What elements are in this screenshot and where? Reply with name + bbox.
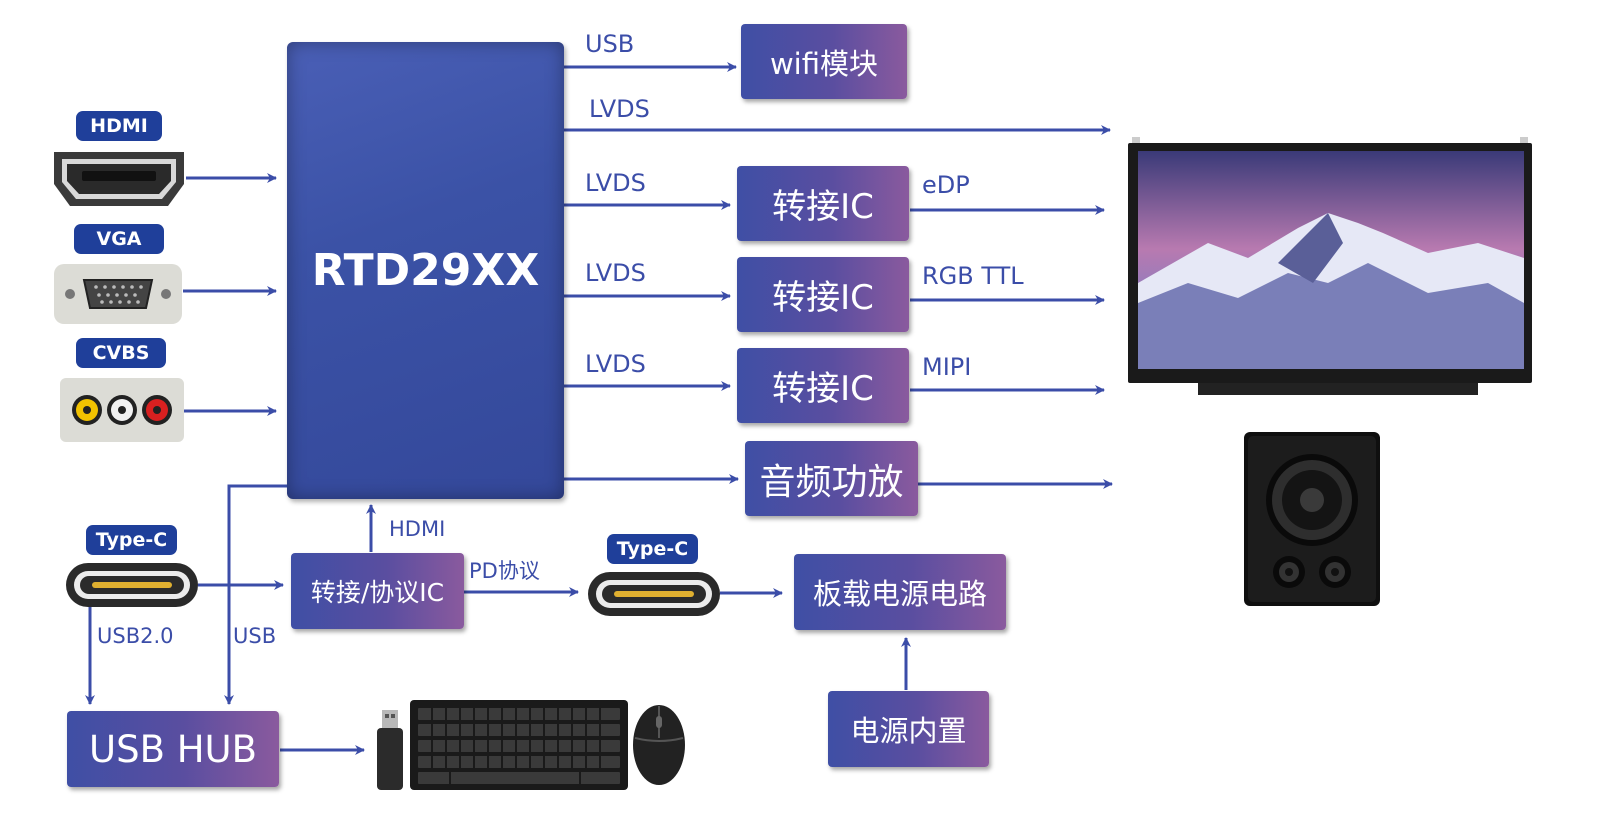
cvbs-tag: CVBS bbox=[76, 338, 166, 368]
link-label-usb-top: USB bbox=[585, 30, 635, 58]
typec-port-icon bbox=[66, 563, 198, 607]
link-label-hdmi-up: HDMI bbox=[389, 517, 446, 541]
mouse-icon bbox=[633, 705, 685, 785]
display-panel-icon bbox=[1128, 137, 1532, 395]
adapter-ic-label-2: 转接IC bbox=[772, 278, 874, 318]
link-label-pd: PD协议 bbox=[469, 559, 540, 583]
vga-tag: VGA bbox=[74, 224, 164, 254]
adapter-ic-box-3: 转接IC bbox=[737, 348, 909, 423]
power-builtin-label: 电源内置 bbox=[850, 714, 967, 748]
speaker-icon bbox=[1244, 432, 1380, 606]
link-label-lvds-direct: LVDS bbox=[589, 95, 650, 123]
link-label-rgb-ttl: RGB TTL bbox=[922, 262, 1024, 290]
wifi-module-box: wifi模块 bbox=[741, 24, 907, 99]
adapter-ic-label-3: 转接IC bbox=[772, 369, 874, 409]
link-label-usb: USB bbox=[233, 624, 277, 648]
cvbs-port-icon bbox=[60, 378, 184, 442]
typec-tag-right: Type-C bbox=[607, 534, 698, 564]
usb-dongle-icon bbox=[377, 710, 403, 790]
power-circuit-box: 板载电源电路 bbox=[794, 554, 1006, 630]
main-chip-rtd29xx: RTD29XX bbox=[287, 42, 564, 499]
audio-amp-label: 音频功放 bbox=[759, 461, 904, 503]
wifi-module-label: wifi模块 bbox=[769, 46, 879, 81]
power-circuit-label: 板载电源电路 bbox=[812, 577, 987, 611]
link-label-lvds-3: LVDS bbox=[585, 350, 646, 378]
main-chip-label: RTD29XX bbox=[311, 245, 540, 296]
audio-amp-box: 音频功放 bbox=[745, 441, 918, 516]
hdmi-tag-label: HDMI bbox=[90, 115, 148, 137]
hdmi-tag: HDMI bbox=[76, 111, 162, 141]
link-label-lvds-1: LVDS bbox=[585, 169, 646, 197]
link-label-edp: eDP bbox=[922, 171, 970, 199]
adapter-ic-box-2: 转接IC bbox=[737, 257, 909, 332]
vga-tag-label: VGA bbox=[96, 228, 142, 250]
link-label-lvds-2: LVDS bbox=[585, 259, 646, 287]
vga-port-icon bbox=[54, 264, 182, 324]
cvbs-tag-label: CVBS bbox=[92, 342, 150, 364]
usb-hub-box: USB HUB bbox=[67, 711, 279, 787]
usb-hub-label: USB HUB bbox=[89, 727, 257, 771]
hdmi-port-icon bbox=[54, 152, 184, 206]
protocol-ic-label: 转接/协议IC bbox=[310, 578, 445, 607]
link-label-mipi: MIPI bbox=[922, 353, 972, 381]
adapter-ic-label-1: 转接IC bbox=[772, 187, 874, 227]
link-label-usb20: USB2.0 bbox=[97, 624, 174, 648]
typec-port-icon-right bbox=[588, 572, 720, 616]
typec-tag-right-label: Type-C bbox=[616, 538, 689, 560]
power-builtin-box: 电源内置 bbox=[828, 691, 989, 767]
keyboard-icon bbox=[410, 700, 628, 790]
protocol-ic-box: 转接/协议IC bbox=[291, 553, 464, 629]
typec-tag-left: Type-C bbox=[86, 525, 177, 555]
adapter-ic-box-1: 转接IC bbox=[737, 166, 909, 241]
typec-tag-left-label: Type-C bbox=[95, 529, 168, 551]
